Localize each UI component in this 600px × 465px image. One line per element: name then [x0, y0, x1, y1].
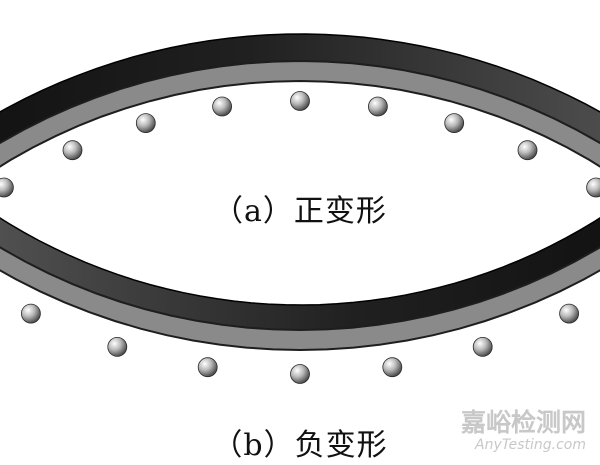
ball	[290, 364, 310, 384]
ball	[586, 177, 600, 198]
ball	[0, 177, 14, 198]
watermark-chinese: 嘉峪检测网	[460, 408, 586, 437]
ball	[20, 303, 41, 324]
panel-a-positive-deformation	[0, 33, 600, 198]
ball	[197, 357, 218, 378]
ball	[107, 336, 128, 357]
substrate-band	[0, 59, 600, 168]
ball	[444, 113, 465, 133]
caption-b: （b）负变形	[212, 428, 388, 463]
ball	[472, 336, 493, 357]
substrate-band	[0, 246, 600, 352]
ball	[290, 91, 310, 111]
ball	[367, 96, 388, 117]
watermark: 嘉峪检测网 AnyTesting.com	[460, 408, 586, 454]
ball	[62, 140, 83, 161]
ball	[559, 303, 579, 324]
ball	[135, 113, 156, 133]
ball	[517, 140, 538, 161]
ball	[382, 357, 403, 378]
panel-b-negative-deformation	[0, 217, 600, 384]
ball	[212, 96, 233, 117]
caption-a: （a）正变形	[213, 194, 387, 229]
watermark-english: AnyTesting.com	[475, 437, 586, 453]
